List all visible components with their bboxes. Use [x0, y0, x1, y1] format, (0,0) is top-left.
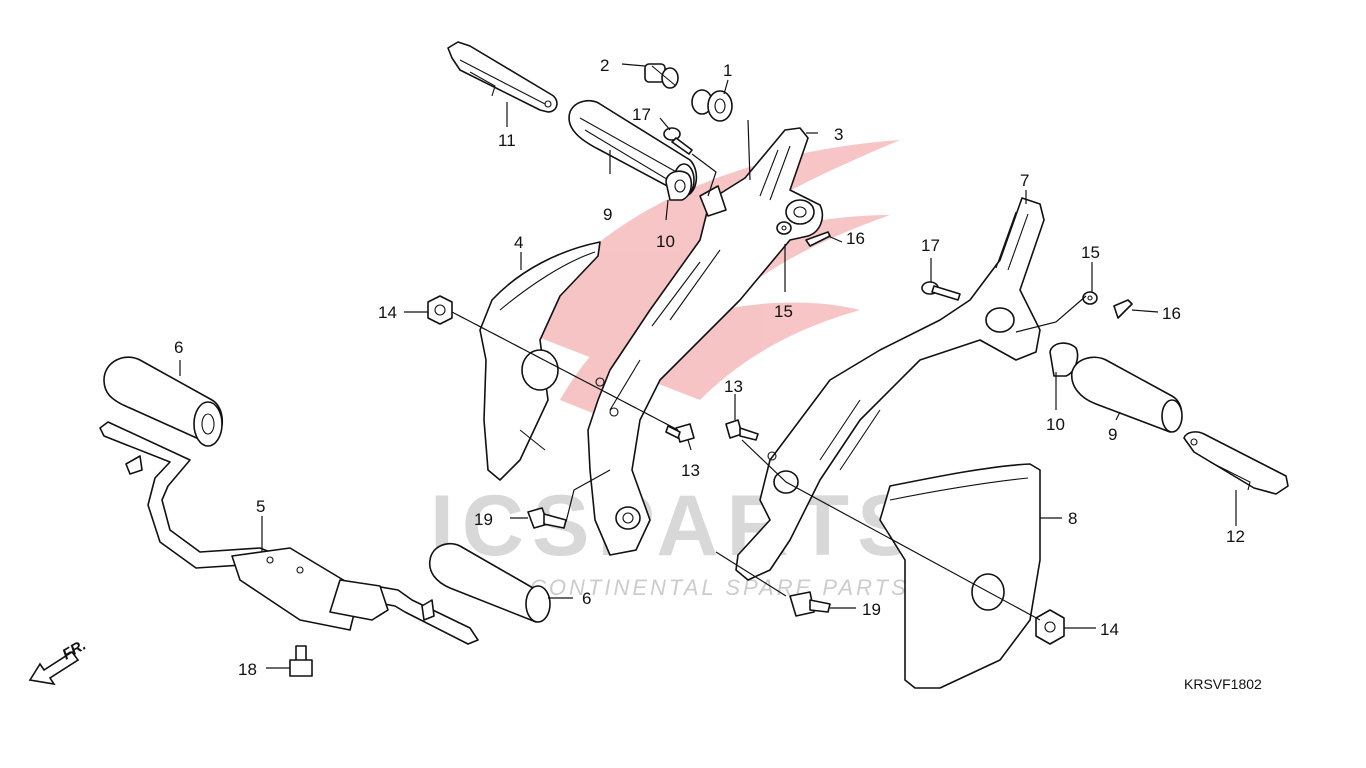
callout-1: 1: [723, 61, 732, 80]
callout-10-upper: 10: [656, 232, 675, 251]
part-13-bolt-right: [725, 419, 759, 441]
part-19-bolt-right: [789, 591, 831, 617]
part-2-pin: [644, 63, 679, 89]
front-direction-indicator: FR.: [28, 637, 89, 686]
part-6-footpeg-rubber-left: [103, 356, 224, 447]
part-11-heel-plate-left: [447, 41, 558, 113]
part-16-cotter-pin-upper: [805, 231, 831, 247]
part-4-heel-guard: [479, 241, 601, 481]
callout-15-right: 15: [1081, 243, 1100, 262]
callout-19-left: 19: [474, 510, 493, 529]
part-10-spring-upper: [665, 170, 693, 201]
callout-19-right: 19: [862, 600, 881, 619]
part-6-footpeg-rubber-lower: [428, 542, 551, 623]
part-3-bracket-left: [587, 127, 824, 556]
part-14-nut-left: [427, 295, 453, 325]
callout-13-right: 13: [724, 377, 743, 396]
callout-7: 7: [1020, 171, 1029, 190]
callout-2: 2: [600, 56, 609, 75]
callout-17-upper: 17: [632, 105, 651, 124]
callout-9-upper: 9: [603, 205, 612, 224]
part-19-bolt-left: [527, 507, 567, 529]
watermark-brand: ICSPARTS: [430, 478, 922, 574]
callout-5: 5: [256, 497, 265, 516]
part-16-cotter-pin-right: [1113, 299, 1133, 319]
callout-3: 3: [834, 125, 843, 144]
watermark-tagline: CONTINENTAL SPARE PARTS: [530, 575, 909, 600]
part-1-bushing: [691, 89, 733, 122]
callout-15-upper: 15: [774, 302, 793, 321]
part-17-pin-upper: [663, 127, 693, 155]
callout-6-lower: 6: [582, 589, 591, 608]
callout-9-right: 9: [1108, 425, 1117, 444]
callout-6-left: 6: [174, 338, 183, 357]
callout-14-left: 14: [378, 303, 397, 322]
part-12-heel-plate-right: [1183, 431, 1289, 495]
part-7-bracket-right: [735, 197, 1045, 581]
callout-8: 8: [1068, 509, 1077, 528]
part-14-nut-right: [1035, 609, 1065, 645]
callout-numbers: 1 2 3 4 5 6 6 7 8 9 9 10 10 11 12 13 13 …: [174, 56, 1245, 679]
diagram-part-code: KRSVF1802: [1184, 676, 1262, 692]
callout-10-right: 10: [1046, 415, 1065, 434]
callout-18: 18: [238, 660, 257, 679]
part-9-footpeg-rubber-right: [1071, 356, 1183, 433]
part-17-pin-right: [921, 281, 961, 301]
part-5-footrest-bar: [99, 421, 479, 645]
callout-16-right: 16: [1162, 304, 1181, 323]
callout-12: 12: [1226, 527, 1245, 546]
part-18-bolt: [289, 645, 313, 677]
arrow-down-left-icon: [28, 650, 80, 686]
callout-17-right: 17: [921, 236, 940, 255]
leader-lines: [179, 63, 1237, 669]
callout-14-right: 14: [1100, 620, 1119, 639]
callout-16-upper: 16: [846, 229, 865, 248]
callout-11: 11: [498, 131, 516, 150]
part-15-washer-right: [1082, 291, 1098, 305]
part-13-bolt-left: [665, 423, 695, 443]
callout-4: 4: [514, 233, 523, 252]
part-15-washer-upper: [776, 221, 792, 235]
part-10-spring-right: [1049, 342, 1079, 377]
callout-13-left: 13: [681, 461, 700, 480]
